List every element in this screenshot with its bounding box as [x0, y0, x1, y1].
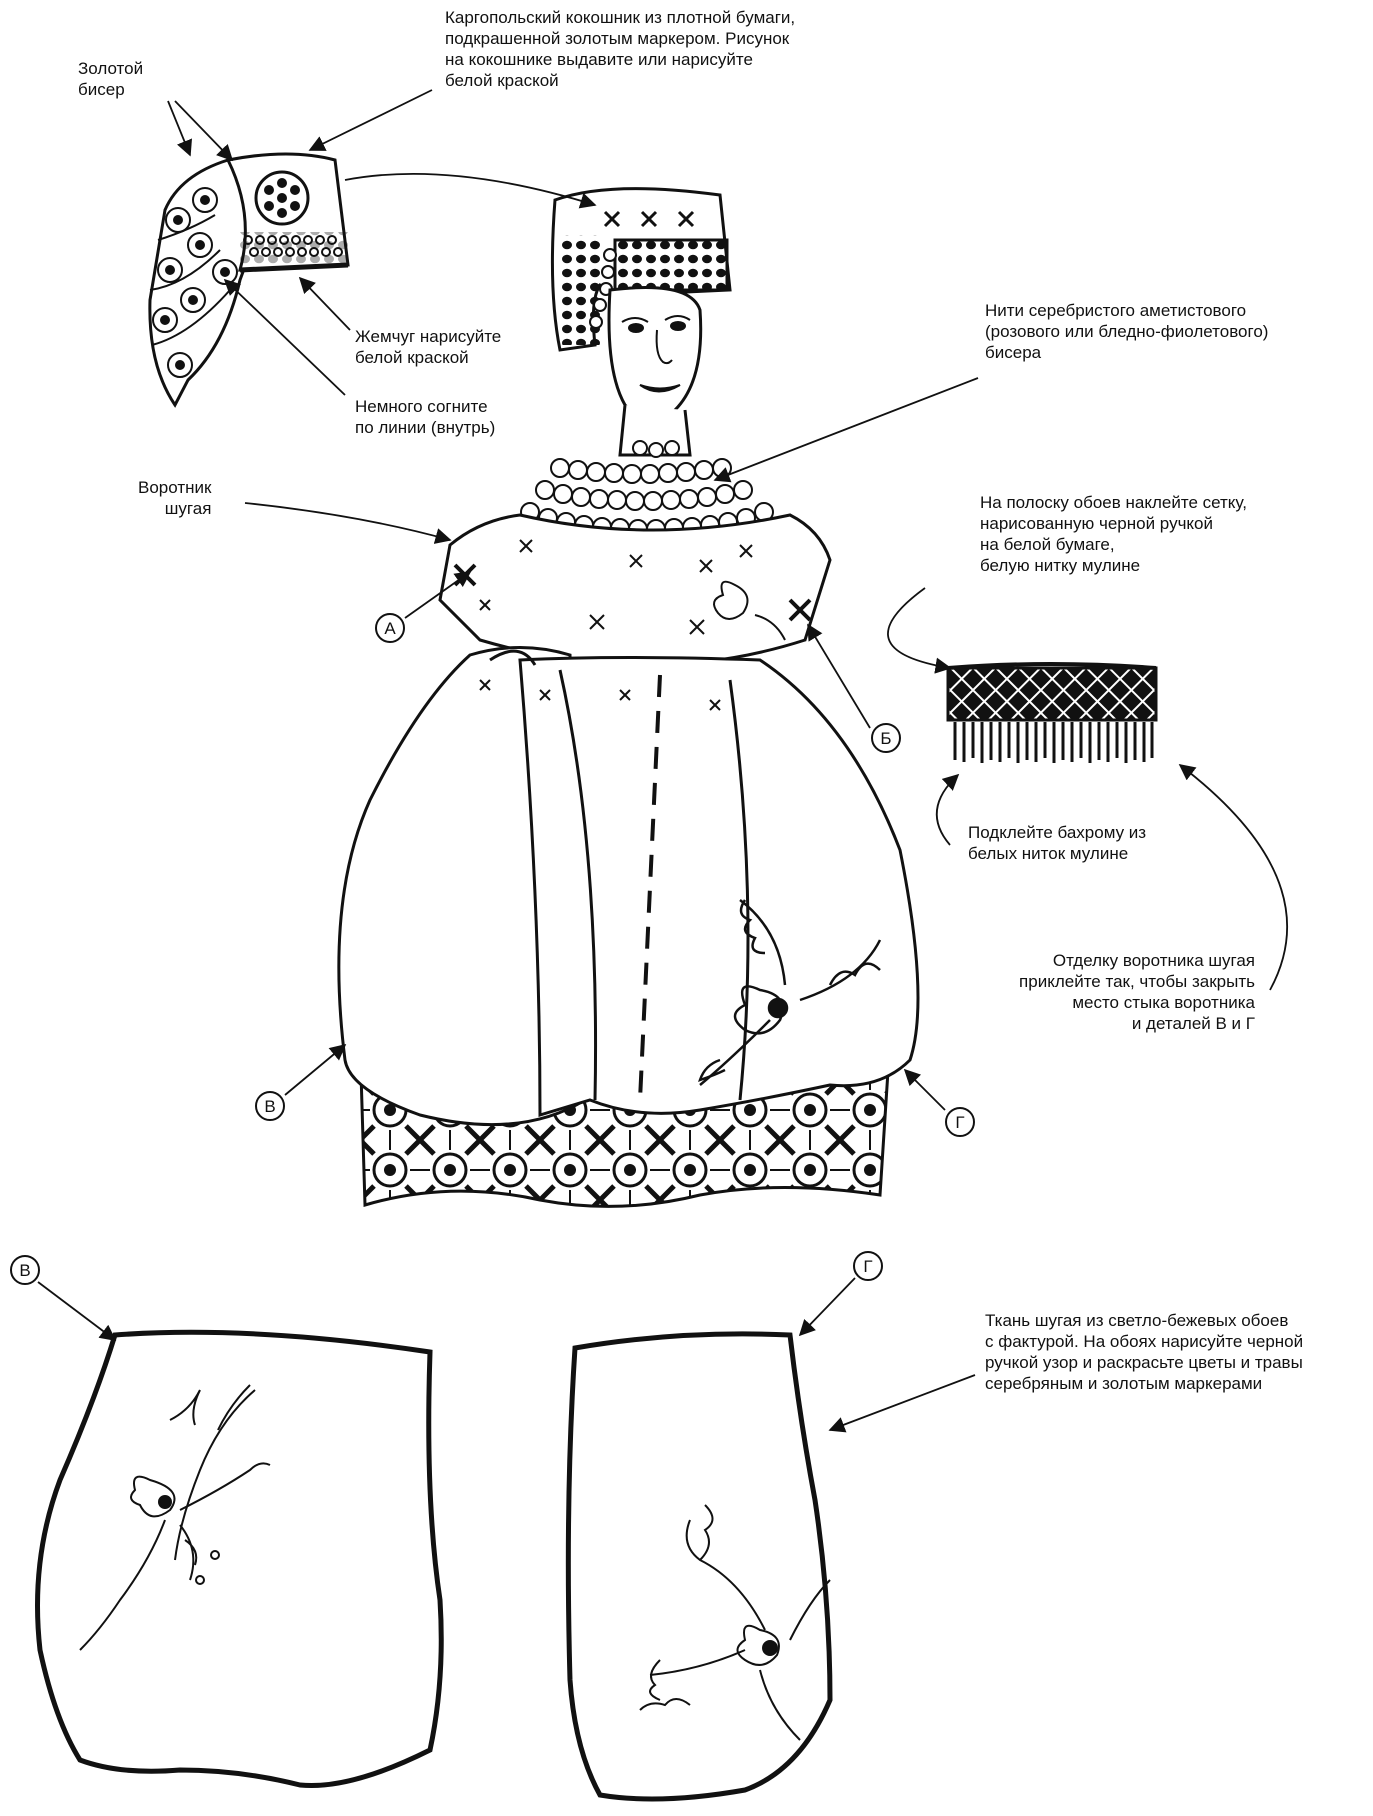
note-collar: Воротник шугая	[138, 477, 211, 519]
arrow-piece-g	[800, 1278, 855, 1335]
arrow-collar	[245, 503, 450, 540]
svg-text:А: А	[384, 619, 396, 638]
note-gold-beads: Золотой бисер	[78, 58, 143, 100]
note-fold: Немного согните по линии (внутрь)	[355, 396, 495, 438]
coat-center	[520, 658, 918, 1116]
arrow-gold-beads-2	[175, 101, 232, 160]
arrow-fringe	[937, 775, 958, 845]
arrow-amethyst	[715, 378, 978, 480]
note-fabric: Ткань шугая из светло-бежевых обоев с фа…	[985, 1310, 1303, 1394]
kokoshnik-detail	[150, 154, 348, 405]
marker-g: Г	[946, 1108, 974, 1136]
arrow-gold-beads-1	[168, 101, 190, 155]
marker-v-piece: В	[11, 1256, 39, 1284]
svg-text:Г: Г	[863, 1257, 872, 1276]
svg-text:В: В	[19, 1261, 30, 1280]
doll-face	[609, 288, 701, 419]
note-fringe: Подклейте бахрому из белых ниток мулине	[968, 822, 1146, 864]
note-trim: Отделку воротника шугая приклейте так, ч…	[980, 950, 1255, 1034]
arrow-marker-g	[905, 1070, 945, 1110]
arrow-strip	[888, 588, 950, 668]
arrow-marker-v	[285, 1045, 345, 1095]
note-kokoshnik: Каргопольский кокошник из плотной бумаги…	[445, 7, 795, 91]
pattern-piece-v	[38, 1332, 442, 1785]
marker-a: А	[376, 614, 404, 642]
arrow-piece-v	[38, 1282, 115, 1340]
arrow-fold	[225, 280, 345, 395]
marker-b: Б	[872, 724, 900, 752]
svg-text:Б: Б	[880, 729, 891, 748]
arrow-kokoshnik	[310, 90, 432, 150]
note-amethyst: Нити серебристого аметистового (розового…	[985, 300, 1268, 363]
note-pearls: Жемчуг нарисуйте белой краской	[355, 326, 501, 368]
shugay-collar	[440, 515, 830, 665]
svg-text:Г: Г	[955, 1113, 964, 1132]
marker-v: В	[256, 1092, 284, 1120]
marker-g-piece: Г	[854, 1252, 882, 1280]
arrow-pearls	[300, 278, 350, 330]
svg-text:В: В	[264, 1097, 275, 1116]
note-strip: На полоску обоев наклейте сетку, нарисов…	[980, 492, 1247, 576]
collar-trim-strip	[948, 664, 1156, 763]
arrow-fabric	[830, 1375, 975, 1430]
pattern-pieces	[38, 1332, 831, 1799]
